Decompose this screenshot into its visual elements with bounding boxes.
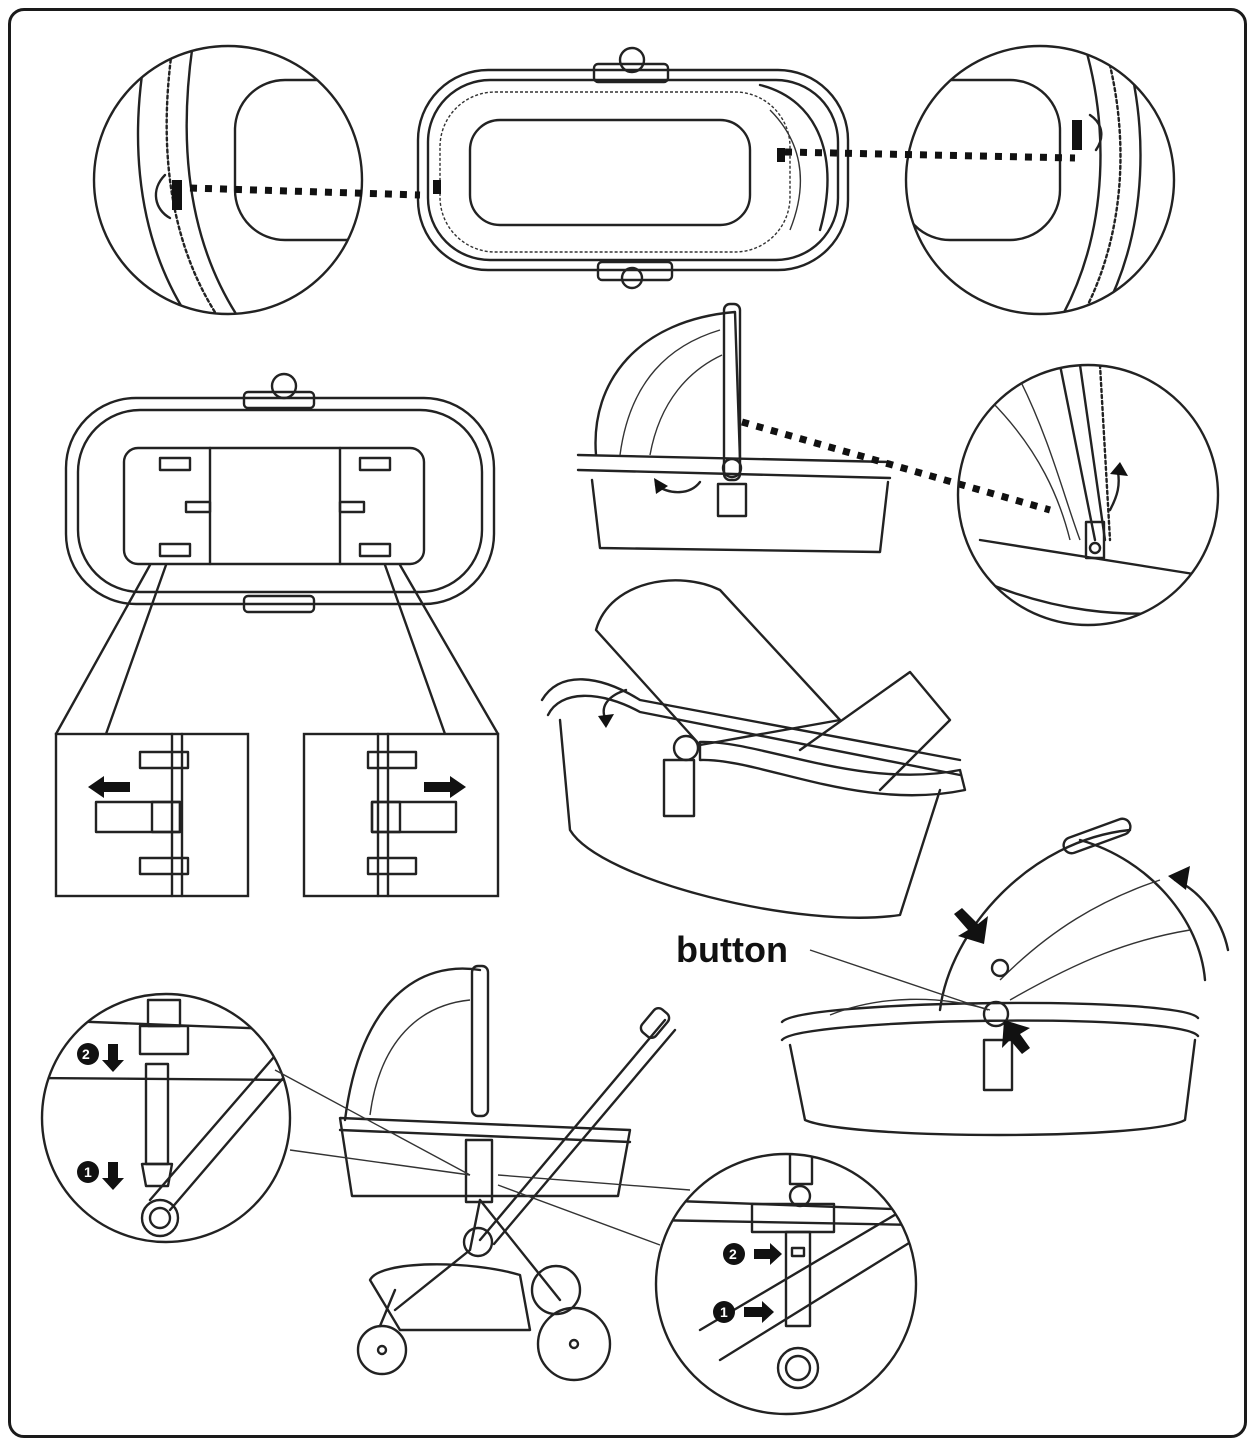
step-2-label: 2: [82, 1046, 90, 1062]
stroller-assembled: [338, 964, 677, 1382]
leader-dots: [784, 148, 1076, 162]
buckle-detail-left: [54, 732, 250, 898]
leader-dots: [189, 184, 421, 199]
bassinet-hood-side: [576, 302, 892, 554]
arrow-right-icon: [424, 776, 466, 798]
arrow-down-icon: [102, 1044, 124, 1072]
bassinet-canopy: [780, 817, 1230, 1137]
arrow-left-icon: [88, 776, 130, 798]
buckle-detail-right: [302, 732, 500, 898]
leader-dots: [741, 418, 1051, 514]
bassinet-top-view: [416, 46, 850, 290]
button-label: button: [676, 929, 788, 970]
step-1-label: 1: [84, 1164, 92, 1180]
bassinet-apron: [540, 579, 967, 919]
arrow-right-icon: [744, 1301, 774, 1323]
arrow-right-icon: [754, 1243, 782, 1265]
step-2-label: 2: [729, 1246, 737, 1262]
attach-detail-right: [497, 1152, 918, 1416]
hood-zip-detail: [956, 363, 1220, 627]
step-1-label: 1: [720, 1304, 728, 1320]
bassinet-underside: [54, 372, 500, 736]
zip-detail-right: [904, 44, 1176, 316]
press-arrow-icon: [1002, 1020, 1030, 1054]
zip-detail-left: [92, 44, 364, 316]
press-arrow-icon: [954, 908, 988, 944]
arrow-down-icon: [102, 1162, 124, 1190]
page-frame: [8, 8, 1247, 1438]
